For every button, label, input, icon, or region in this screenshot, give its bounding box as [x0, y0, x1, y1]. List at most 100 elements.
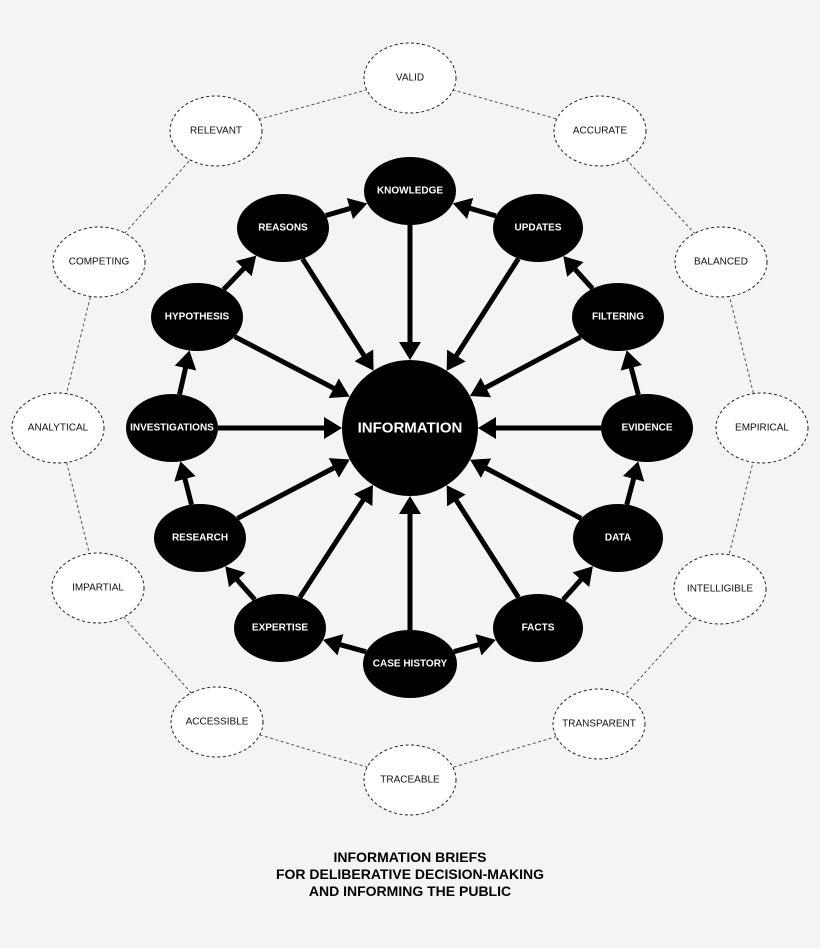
inner-node-label: FACTS	[522, 623, 555, 634]
outer-quality-nodes: VALID ACCURATE BALANCED EMPIRICAL INTELLIGIB…	[11, 42, 809, 816]
arrow-shaft	[453, 257, 521, 359]
arrow-head	[452, 197, 474, 219]
arrow-head	[622, 461, 645, 482]
arrow-facts-to-information	[446, 485, 521, 599]
arrow-investigations-to-hypothesis	[174, 350, 197, 396]
outer-node-shape	[363, 744, 457, 816]
arrow-case-history-to-information	[399, 496, 421, 630]
inner-node-hypothesis: HYPOTHESIS	[151, 283, 243, 351]
arrow-expertise-to-information	[297, 485, 373, 599]
arrow-investigations-to-information	[218, 417, 342, 439]
arrow-shaft	[572, 266, 595, 291]
inner-node-label: KNOWLEDGE	[377, 186, 443, 197]
arrow-shaft	[337, 641, 367, 655]
inner-node-label: EXPERTISE	[252, 623, 308, 634]
outer-node-transparent: TRANSPARENT	[552, 688, 646, 760]
inner-node-label: UPDATES	[514, 223, 561, 234]
arrow-data-to-evidence	[622, 461, 645, 506]
caption-line-1: INFORMATION BRIEFS	[333, 849, 487, 865]
inner-node-label: REASONS	[258, 223, 308, 234]
inner-node-investigations: INVESTIGATIONS	[126, 394, 218, 462]
inner-node-shape	[364, 157, 456, 225]
arrow-filtering-to-updates	[563, 256, 595, 291]
outer-node-label: BALANCED	[694, 257, 748, 268]
outer-node-empirical: EMPIRICAL	[715, 392, 809, 464]
outer-node-accessible: ACCESSIBLE	[170, 686, 264, 758]
arrow-head	[324, 417, 342, 439]
inner-node-shape	[154, 504, 246, 572]
outer-node-traceable: TRACEABLE	[363, 744, 457, 816]
inner-node-updates: UPDATES	[493, 194, 583, 262]
outer-node-shape	[51, 552, 145, 624]
inner-node-shape	[237, 194, 329, 262]
inner-source-nodes: KNOWLEDGEUPDATESFILTERINGEVIDENCEDATAFAC…	[126, 157, 693, 698]
outer-node-shape	[363, 42, 457, 114]
diagram-caption: INFORMATION BRIEFS FOR DELIBERATIVE DECI…	[0, 849, 820, 900]
inner-node-label: HYPOTHESIS	[165, 312, 230, 323]
arrow-shaft	[177, 365, 189, 396]
outer-node-impartial: IMPARTIAL	[51, 552, 145, 624]
arrow-head	[469, 377, 492, 398]
arrow-reasons-to-information	[300, 257, 374, 371]
arrow-shaft	[453, 497, 521, 599]
arrow-head	[354, 349, 374, 371]
outer-node-label: TRANSPARENT	[562, 719, 636, 730]
arrow-expertise-to-research	[225, 566, 257, 602]
arrow-shaft	[483, 465, 583, 521]
arrow-head	[353, 485, 373, 507]
inner-node-shape	[126, 394, 218, 462]
arrow-head	[225, 566, 246, 588]
arrow-evidence-to-filtering	[620, 350, 642, 396]
arrow-head	[620, 350, 642, 371]
outer-node-label: ACCURATE	[573, 126, 628, 137]
inner-node-facts: FACTS	[493, 594, 583, 662]
inner-node-shape	[601, 394, 693, 462]
inner-node-research: RESEARCH	[154, 504, 246, 572]
arrow-filtering-to-information	[469, 334, 582, 398]
outer-node-shape	[674, 226, 768, 298]
arrow-shaft	[182, 476, 194, 506]
arrow-case-history-to-expertise	[323, 634, 367, 656]
arrow-head	[470, 458, 492, 478]
outer-node-shape	[552, 688, 646, 760]
outer-node-accurate: ACCURATE	[553, 95, 647, 167]
outer-node-shape	[52, 226, 146, 298]
outer-node-shape	[673, 553, 767, 625]
inner-node-filtering: FILTERING	[572, 283, 664, 351]
arrow-shaft	[233, 334, 337, 392]
inner-node-label: CASE HISTORY	[373, 659, 448, 670]
arrow-head	[323, 634, 344, 656]
arrow-head	[478, 417, 496, 439]
arrow-shaft	[467, 205, 497, 219]
inner-node-shape	[234, 594, 326, 662]
inner-node-shape	[573, 504, 663, 572]
arrow-updates-to-information	[446, 257, 521, 371]
arrow-shaft	[234, 576, 257, 602]
inner-node-shape	[572, 283, 664, 351]
outer-node-shape	[553, 95, 647, 167]
outer-node-valid: VALID	[363, 42, 457, 114]
outer-node-label: EMPIRICAL	[735, 423, 789, 434]
arrow-shaft	[221, 265, 247, 292]
outer-node-shape	[715, 392, 809, 464]
arrow-shaft	[453, 641, 482, 655]
outer-node-competing: COMPETING	[52, 226, 146, 298]
outer-node-intelligible: INTELLIGIBLE	[673, 553, 767, 625]
arrow-shaft	[561, 576, 585, 602]
arrow-evidence-to-information	[478, 417, 601, 439]
outer-node-relevant: RELEVANT	[169, 95, 263, 167]
inner-node-label: RESEARCH	[172, 533, 228, 544]
inner-node-label: EVIDENCE	[621, 423, 672, 434]
inner-node-evidence: EVIDENCE	[601, 394, 693, 462]
inner-node-knowledge: KNOWLEDGE	[364, 157, 456, 225]
arrow-case-history-to-facts	[453, 634, 496, 656]
arrow-facts-to-data	[561, 566, 593, 602]
arrow-shaft	[300, 257, 368, 359]
outer-node-shape	[169, 95, 263, 167]
arrow-head	[328, 458, 350, 478]
arrow-shaft	[236, 464, 337, 521]
inner-node-label: INVESTIGATIONS	[130, 423, 214, 434]
outer-node-label: ACCESSIBLE	[186, 717, 249, 728]
